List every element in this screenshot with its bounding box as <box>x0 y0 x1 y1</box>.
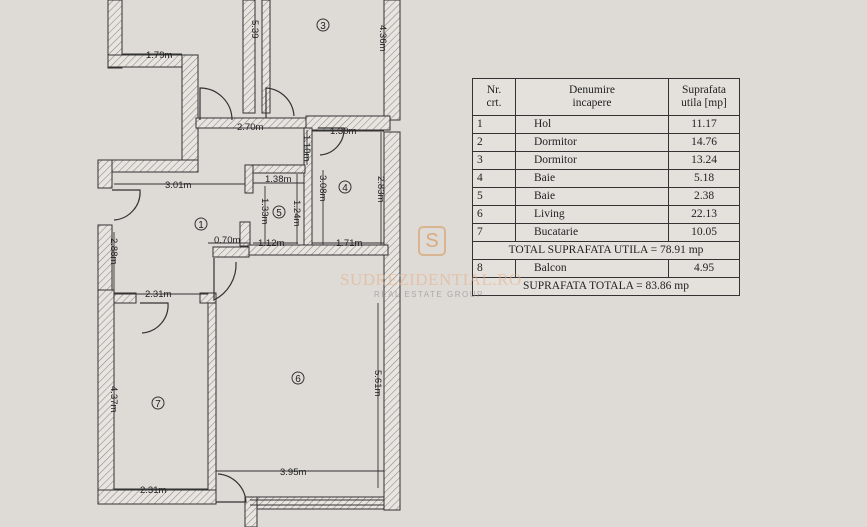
dim-171: 1.71m <box>336 238 362 249</box>
room-name: Bucatarie <box>515 223 669 242</box>
dim-301: 3.01m <box>165 180 191 191</box>
dim-130: 1.30m <box>330 126 356 137</box>
dim-110: 1.10m <box>301 135 312 161</box>
dim-288: 2.88m <box>108 238 119 264</box>
room-area: 14.76 <box>668 133 740 152</box>
room-area: 5.18 <box>668 169 740 188</box>
room-area: 22.13 <box>668 205 740 224</box>
room-name: Dormitor <box>515 133 669 152</box>
header-nr: Nr.crt. <box>472 78 516 116</box>
room-markers <box>151 18 352 410</box>
room-nr: 4 <box>472 169 516 188</box>
room-nr: 6 <box>472 205 516 224</box>
room-name: Baie <box>515 187 669 206</box>
dim-436: 4.36m <box>377 25 388 51</box>
room-name: Hol <box>515 115 669 134</box>
balcony-area: 4.95 <box>668 259 740 278</box>
room-area: 2.38 <box>668 187 740 206</box>
dim-133: 1.33m <box>259 198 270 224</box>
room-marker-5: 5 <box>276 208 282 219</box>
room-nr: 3 <box>472 151 516 170</box>
dim-270: 2.70m <box>237 122 263 133</box>
dim-231-bottom: 2.31m <box>140 485 166 496</box>
room-nr: 1 <box>472 115 516 134</box>
windows <box>250 499 384 506</box>
room-area: 13.24 <box>668 151 740 170</box>
total-useful-cell: TOTAL SUPRAFATA UTILA = 78.91 mp <box>472 241 740 260</box>
room-name: Baie <box>515 169 669 188</box>
total-useful-row: TOTAL SUPRAFATA UTILA = 78.91 mp <box>472 241 740 260</box>
balcony-name: Balcon <box>515 259 669 278</box>
dim-070: 0.70m <box>214 235 240 246</box>
room-marker-6: 6 <box>295 374 301 385</box>
total-overall-row: SUPRAFATA TOTALA = 83.86 mp <box>472 277 740 296</box>
balcony-row: 8 Balcon 4.95 <box>472 259 740 278</box>
room-name: Living <box>515 205 669 224</box>
room-nr: 5 <box>472 187 516 206</box>
total-overall-cell: SUPRAFATA TOTALA = 83.86 mp <box>472 277 740 296</box>
walls <box>97 0 401 527</box>
room-name: Dormitor <box>515 151 669 170</box>
dim-395: 3.95m <box>280 467 306 478</box>
room-marker-3: 3 <box>320 21 326 32</box>
dim-561: 5.61m <box>372 370 383 396</box>
dim-283: 2.83m <box>375 176 386 202</box>
room-area: 10.05 <box>668 223 740 242</box>
room-nr: 7 <box>472 223 516 242</box>
dim-112: 1.12m <box>258 238 284 249</box>
room-marker-7: 7 <box>155 399 161 410</box>
dim-437: 4.37m <box>108 386 119 412</box>
dim-138: 1.38m <box>265 174 291 185</box>
room-area: 11.17 <box>668 115 740 134</box>
dim-231-top: 2.31m <box>145 289 171 300</box>
dim-124: 1.24m <box>291 200 302 226</box>
balcony-nr: 8 <box>472 259 516 278</box>
room-marker-1: 1 <box>198 220 204 231</box>
room-marker-4: 4 <box>342 183 348 194</box>
dim-179: 1.79m <box>146 50 172 61</box>
dim-308: 3.08m <box>317 175 328 201</box>
dim-539: 5.39 <box>249 20 260 39</box>
door-swings <box>112 87 345 503</box>
dimension-lines <box>113 0 385 490</box>
room-nr: 2 <box>472 133 516 152</box>
